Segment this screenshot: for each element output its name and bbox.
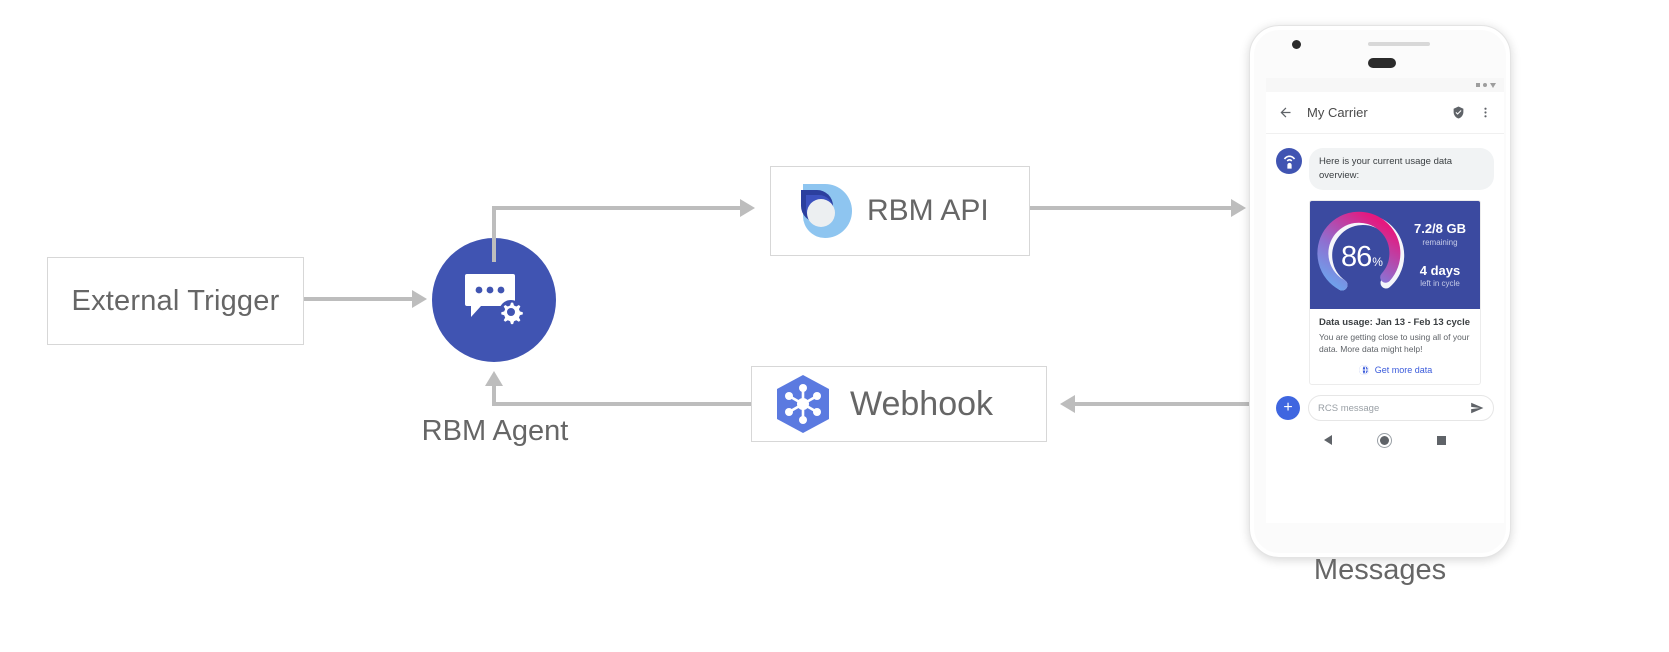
external-trigger-label: External Trigger [71,284,280,317]
usage-gauge: 86 % [1316,209,1408,301]
node-webhook[interactable]: Webhook [751,366,1047,442]
gauge-percent-value: 86 [1341,240,1372,273]
rbm-agent-avatar-icon [1276,148,1302,174]
app-bar-title: My Carrier [1307,105,1368,120]
battery-icon [1490,82,1496,88]
signal-icon [1476,83,1480,87]
stat-days-left-value: 4 days [1419,262,1461,278]
arrow-phone-to-webhook-line [1075,402,1255,406]
usage-stats: 7.2/8 GB remaining 4 days left in cycle [1408,221,1480,288]
verified-shield-icon [1452,106,1465,119]
message-composer: + RCS message [1266,385,1504,422]
stat-days-left-caption: left in cycle [1420,279,1460,289]
gauge-percent-symbol: % [1372,254,1383,269]
back-arrow-icon[interactable] [1278,105,1293,120]
rcs-message-placeholder: RCS message [1318,402,1380,414]
stat-data-remaining-caption: remaining [1422,237,1458,247]
stat-data-remaining-value: 7.2/8 GB [1413,220,1467,236]
nav-bar [1266,421,1504,446]
nav-back-icon[interactable] [1324,435,1332,446]
arrow-webhook-to-agent-vertical [492,385,496,405]
arrow-agent-to-api-vertical [492,210,496,262]
status-bar [1266,78,1504,92]
phone-screen: My Carrier Her [1266,78,1504,523]
arrow-api-to-phone-line [1030,206,1235,210]
phone-camera-icon [1292,40,1301,49]
arrow-api-to-phone-head [1231,199,1246,217]
globe-icon [1358,365,1369,376]
plus-icon[interactable]: + [1276,396,1300,421]
arrow-webhook-to-agent-head [485,371,503,386]
message-row: Here is your current usage data overview… [1276,148,1494,190]
node-rbm-api[interactable]: RBM API [770,166,1030,256]
more-vert-icon[interactable] [1479,106,1492,119]
arrow-phone-to-webhook-head [1060,395,1075,413]
rbm-api-icon [797,184,852,238]
stat-divider [1408,247,1472,263]
arrow-agent-to-api-horizontal [492,206,740,210]
node-external-trigger[interactable]: External Trigger [47,257,304,345]
app-bar: My Carrier [1266,92,1504,134]
get-more-data-label: Get more data [1374,365,1433,376]
conversation-thread: Here is your current usage data overview… [1266,134,1504,386]
rich-card-body: Data usage: Jan 13 - Feb 13 cycle You ar… [1310,309,1480,385]
phone-sensor-strip [1368,42,1430,46]
gauge-percent: 86 % [1316,209,1408,301]
nav-recents-icon[interactable] [1437,435,1446,445]
rich-card-description: You are getting close to using all of yo… [1319,331,1470,355]
wifi-dot-icon [1483,83,1487,87]
rbm-api-label: RBM API [867,194,989,227]
arrow-webhook-to-agent-horizontal [492,402,754,406]
chat-gear-icon [465,274,523,325]
webhook-label: Webhook [850,384,994,423]
rich-card-title: Data usage: Jan 13 - Feb 13 cycle [1319,316,1471,328]
arrow-agent-to-api-head [740,199,755,217]
nav-home-icon[interactable] [1380,435,1389,445]
send-icon[interactable] [1470,401,1484,415]
get-more-data-button[interactable]: Get more data [1319,364,1471,378]
usage-panel: 86 % 7.2/8 GB remaining 4 days left in c… [1310,200,1480,309]
arrow-trigger-to-agent-line [304,297,414,301]
messages-label: Messages [1313,554,1447,586]
rcs-message-input[interactable]: RCS message [1308,395,1494,422]
agent-message-bubble: Here is your current usage data overview… [1309,148,1494,190]
webhook-hexagon-icon [777,375,829,433]
phone-device: My Carrier Her [1249,25,1511,558]
arrow-trigger-to-agent-head [412,290,427,308]
rbm-agent-label: RBM Agent [421,415,569,447]
phone-earpiece [1368,58,1396,68]
rich-card[interactable]: 86 % 7.2/8 GB remaining 4 days left in c… [1309,199,1481,386]
